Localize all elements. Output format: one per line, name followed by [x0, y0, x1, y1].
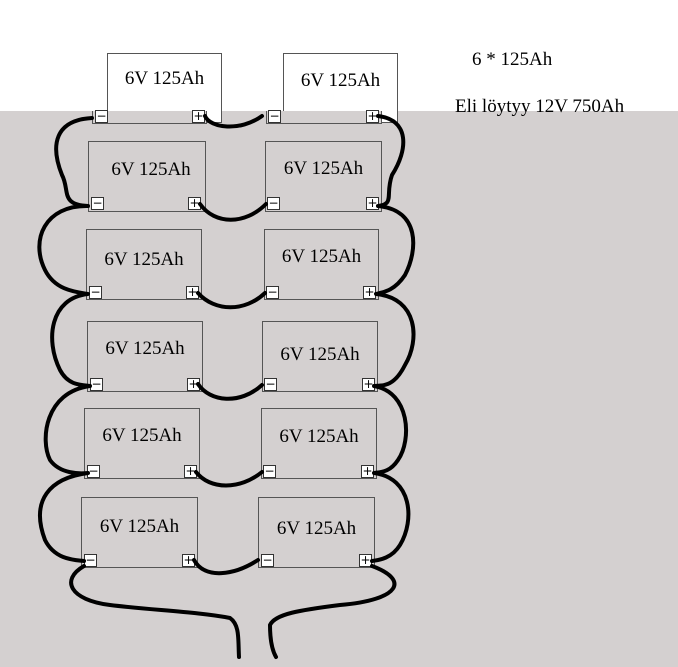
- plus-terminal: +: [366, 196, 379, 210]
- series-link-wire: [194, 470, 264, 488]
- minus-terminal: −: [95, 109, 108, 123]
- battery-label: 6V 125Ah: [276, 518, 357, 539]
- result-note: Eli löytyy 12V 750Ah: [455, 96, 625, 117]
- negative-bus-wire: [37, 116, 94, 563]
- series-link-wire: [203, 114, 264, 129]
- minus-terminal: −: [268, 109, 281, 123]
- battery-r1-left: 6V 125Ah: [88, 141, 206, 212]
- output-lead-wire: [69, 564, 241, 659]
- battery-label: 6V 125Ah: [104, 249, 184, 270]
- battery-label: 6V 125Ah: [124, 68, 205, 89]
- minus-terminal: −: [91, 196, 104, 210]
- battery-label: 6V 125Ah: [300, 70, 381, 91]
- series-link-wire: [198, 202, 268, 222]
- battery-label: 6V 125Ah: [280, 344, 360, 365]
- battery-r3-left: 6V 125Ah: [87, 321, 203, 392]
- battery-label: 6V 125Ah: [102, 425, 182, 446]
- minus-terminal: −: [89, 285, 102, 299]
- battery-r1-right: 6V 125Ah: [265, 141, 382, 212]
- battery-label: 6V 125Ah: [283, 158, 364, 179]
- battery-r4-right: 6V 125Ah: [261, 408, 377, 479]
- battery-r4-left: 6V 125Ah: [84, 408, 200, 479]
- battery-label: 6V 125Ah: [279, 426, 359, 447]
- battery-r5-right: 6V 125Ah: [258, 497, 375, 568]
- minus-terminal: −: [266, 285, 279, 299]
- plus-terminal: +: [366, 109, 379, 123]
- output-lead-wire: [268, 564, 397, 659]
- minus-terminal: −: [264, 377, 277, 391]
- battery-r2-left: 6V 125Ah: [86, 229, 202, 300]
- battery-r2-right: 6V 125Ah: [264, 229, 379, 300]
- series-link-wire: [196, 291, 267, 310]
- series-link-wire: [192, 558, 260, 576]
- minus-terminal: −: [261, 553, 274, 567]
- battery-label: 6V 125Ah: [105, 338, 185, 359]
- battery-label: 6V 125Ah: [99, 516, 180, 537]
- battery-r5-left: 6V 125Ah: [81, 497, 198, 568]
- positive-bus-wire: [370, 114, 416, 563]
- total-capacity-note: 6 * 125Ah: [472, 49, 553, 70]
- battery-label: 6V 125Ah: [111, 159, 191, 180]
- battery-r3-right: 6V 125Ah: [262, 321, 378, 392]
- series-link-wire: [196, 382, 264, 401]
- battery-label: 6V 125Ah: [281, 246, 362, 267]
